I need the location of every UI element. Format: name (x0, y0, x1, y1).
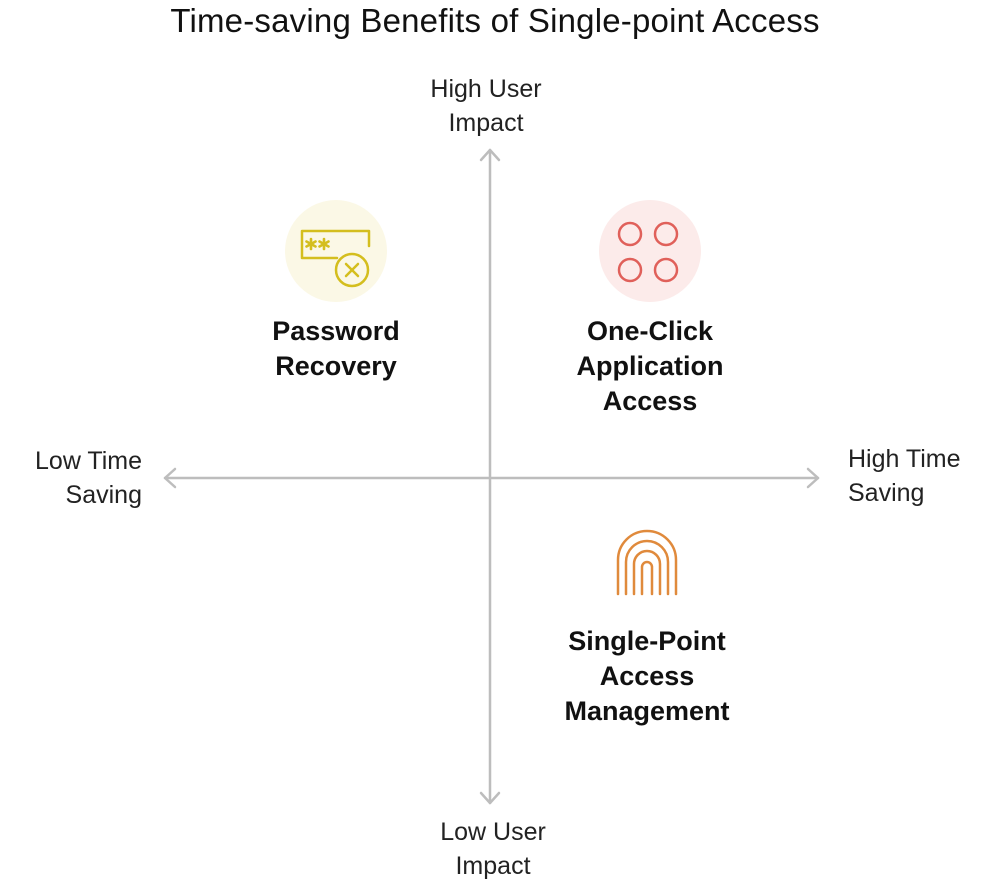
axis-label-low-time-saving: Low Time Saving (35, 447, 142, 509)
password-error-icon (285, 200, 387, 302)
item-password-recovery: Password Recovery (236, 200, 436, 384)
fingerprint-icon (596, 520, 698, 606)
axis-label-low-user-impact: Low User Impact (440, 818, 546, 880)
arrow-right (806, 467, 820, 489)
item-one-click-application-access: One-Click Application Access (540, 200, 760, 419)
arrow-down (479, 791, 501, 805)
arrow-up (479, 148, 501, 162)
app-grid-icon (599, 200, 701, 302)
item-single-point-access-management: Single-Point Access Management (530, 520, 764, 729)
axis-label-high-time-saving: High Time Saving (848, 445, 961, 507)
page-title: Time-saving Benefits of Single-point Acc… (170, 2, 820, 39)
arrow-left (163, 467, 177, 489)
item-label: Single-Point Access Management (564, 626, 730, 726)
axis-label-high-user-impact: High User Impact (430, 75, 542, 137)
item-label: One-Click Application Access (576, 316, 724, 416)
item-label: Password Recovery (272, 316, 400, 381)
